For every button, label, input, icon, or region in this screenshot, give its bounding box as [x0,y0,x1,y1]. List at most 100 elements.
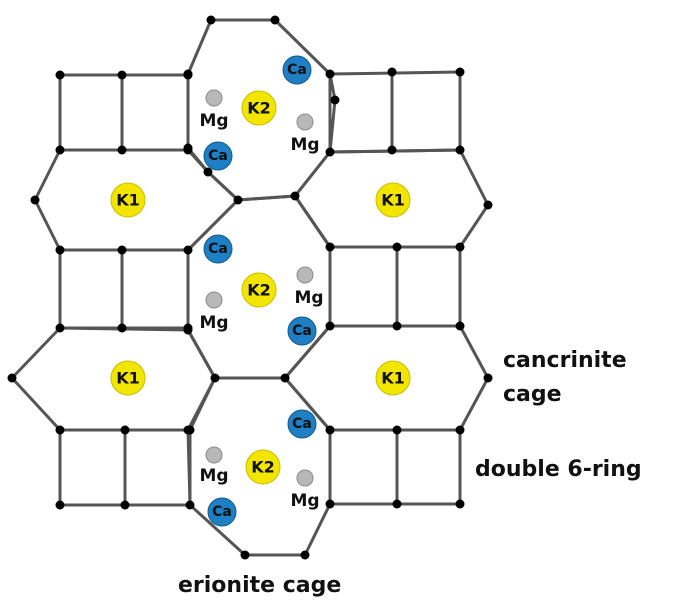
framework-node [117,323,127,333]
svg-text:Mg: Mg [290,135,319,155]
framework-node [55,500,65,510]
framework-node [325,425,335,435]
double-6-ring-top-right [328,70,462,154]
framework-node [455,425,465,435]
framework-node [455,242,465,252]
k1-ion-top-left: K1 [110,182,146,218]
mg-ion-4: Mg [199,291,229,333]
k2-ion-top: K2 [241,90,277,126]
svg-text:K1: K1 [381,191,405,210]
framework-node [240,550,250,560]
svg-text:K1: K1 [116,369,140,388]
framework-node [55,145,65,155]
framework-node [387,67,397,77]
framework-node [117,145,127,155]
framework-node [55,323,65,333]
svg-text:Mg: Mg [290,491,319,511]
svg-text:Ca: Ca [212,504,232,520]
framework-node [7,373,17,383]
framework-node [183,323,193,333]
svg-text:Ca: Ca [287,62,307,78]
framework-node [210,373,220,383]
framework-node [183,425,193,435]
k2-ion-middle: K2 [241,272,277,308]
framework-node [300,550,310,560]
svg-text:K2: K2 [251,458,275,477]
framework-node [120,500,130,510]
framework-node [455,67,465,77]
label-erionite-cage: erionite cage [178,573,341,598]
framework-node [270,15,280,25]
framework-node [392,321,402,331]
framework-node [483,373,493,383]
double-6-ring-mid-left [58,248,190,330]
mg-ion-2: Mg [290,113,320,155]
framework-node [280,373,290,383]
label-cancrinite-line2: cage [503,382,562,407]
framework-node [55,70,65,80]
framework-node [117,245,127,255]
ca-ion-3: Ca [203,234,233,264]
framework-node [325,147,335,157]
svg-text:Mg: Mg [294,288,323,308]
label-cancrinite-line1: cancrinite [503,348,627,373]
k1-ion-top-right: K1 [375,182,411,218]
framework-node [455,145,465,155]
framework-node [30,195,40,205]
framework-node [233,195,243,205]
ca-ion-2: Ca [203,141,233,171]
framework-node [455,321,465,331]
double-6-ring-top-left [58,73,190,152]
svg-text:Mg: Mg [199,466,228,486]
framework-node [183,245,193,255]
double-6-ring-mid-right [328,245,462,328]
svg-text:K2: K2 [247,281,271,300]
framework-node [55,245,65,255]
k1-ion-bottom-right: K1 [375,360,411,396]
mg-ion-1: Mg [199,89,229,131]
framework-node [325,242,335,252]
label-double-6-ring: double 6-ring [475,457,642,482]
framework-node [483,200,493,210]
svg-text:K1: K1 [381,369,405,388]
framework-node [203,167,213,177]
framework-node [387,145,397,155]
framework-node [392,499,402,509]
mg-ion-3: Mg [294,266,324,308]
ca-ion-1: Ca [282,55,312,85]
ca-ion-5: Ca [287,409,317,439]
framework-node [325,499,335,509]
framework-node [325,69,335,79]
mg-ion-5: Mg [199,446,229,486]
svg-text:Ca: Ca [208,241,228,257]
cancrinite-cage-top-left [33,148,240,252]
framework-node [325,321,335,331]
svg-text:Mg: Mg [199,313,228,333]
framework-node [206,15,216,25]
framework-node [330,95,340,105]
ca-ion-6: Ca [207,497,237,527]
mg-ion-6: Mg [290,469,320,511]
svg-text:Ca: Ca [208,148,228,164]
framework-node [392,242,402,252]
framework-node [185,500,195,510]
framework-node [183,145,193,155]
k1-ion-bottom-left: K1 [110,360,146,396]
ca-ion-4: Ca [287,316,317,346]
framework-node [290,191,300,201]
framework-node [392,425,402,435]
svg-text:Ca: Ca [292,323,312,339]
svg-text:Ca: Ca [292,416,312,432]
svg-text:K1: K1 [116,191,140,210]
framework-node [120,425,130,435]
svg-text:K2: K2 [247,99,271,118]
k2-ion-bottom: K2 [245,449,281,485]
framework-node [55,425,65,435]
framework-node [117,70,127,80]
framework-node [183,70,193,80]
double-6-ring-bottom-right [328,428,462,506]
framework-nodes [7,15,493,560]
framework-node [455,499,465,509]
svg-text:Mg: Mg [199,111,228,131]
